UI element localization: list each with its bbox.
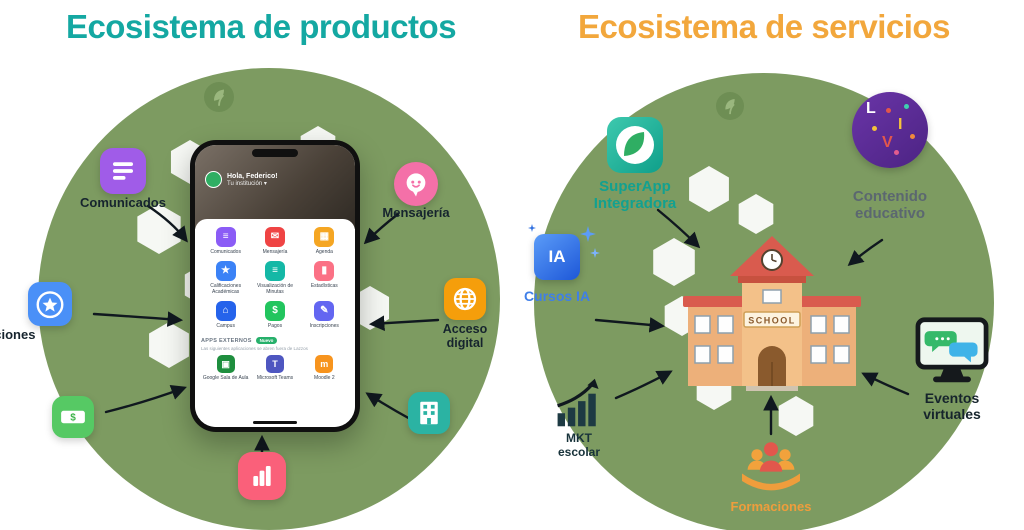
svg-text:$: $ xyxy=(70,413,76,424)
superapp-label: SuperApp Integradora xyxy=(593,178,677,213)
formaciones-label: Formaciones xyxy=(730,499,812,514)
phone-app-grid: ≡ Comunicados ✉ Mensajería ▦ Agenda ★ Ca… xyxy=(201,227,349,329)
institution-label: Tu institución xyxy=(227,180,263,187)
products-title: Ecosistema de productos xyxy=(65,8,457,45)
google-classroom-icon: ▣ xyxy=(216,355,235,373)
campus-app-icon: ⌂ xyxy=(215,301,236,321)
phone-app-inscripciones: ✎ Inscripciones xyxy=(300,301,349,329)
phone-app-minutas: ≡ Visualización de Minutas xyxy=(250,261,299,295)
phone-app-label: Agenda xyxy=(315,249,333,255)
cursos-ia-label: Cursos IA xyxy=(523,288,591,304)
phone-app-label: Pagos xyxy=(267,323,283,329)
greeting-text: Hola, Federico! xyxy=(227,172,278,180)
superapp-icon xyxy=(606,116,664,174)
logo-dot xyxy=(894,150,899,155)
ia-badge-icon: IA xyxy=(528,224,600,280)
phone-app-label: Visualización de Minutas xyxy=(256,283,294,295)
external-apps-title: APPS EXTERNOS xyxy=(201,337,252,344)
services-title: Ecosistema de servicios xyxy=(578,8,950,45)
leaf-icon xyxy=(716,92,744,120)
external-app-moodle: m Moodle 2 xyxy=(300,355,349,381)
calendar-app-icon: ▦ xyxy=(314,227,335,247)
calificaciones-label: Calificaciones xyxy=(0,327,36,342)
phone-screen: Hola, Federico! Tu institución ▾ ≡ Comun… xyxy=(195,145,355,427)
leaf-icon xyxy=(204,82,234,112)
calificaciones-star-icon xyxy=(28,282,72,326)
external-app-label: Google Sala de Aula xyxy=(202,375,249,381)
microsoft-teams-icon: T xyxy=(265,355,284,373)
external-apps-note: Las siguientes aplicaciones se abren fue… xyxy=(201,346,308,351)
payments-app-icon: $ xyxy=(264,301,285,321)
phone-app-agenda: ▦ Agenda xyxy=(300,227,349,255)
mensajeria-label: Mensajería xyxy=(382,205,450,220)
pencil-app-icon: ✎ xyxy=(314,301,335,321)
logo-dot xyxy=(886,108,891,113)
sparkle-icon xyxy=(590,248,600,258)
comunicados-label: Comunicados xyxy=(80,195,166,210)
external-app-classroom: ▣ Google Sala de Aula xyxy=(201,355,250,381)
phone-app-pagos: $ Pagos xyxy=(250,301,299,329)
external-apps-grid: ▣ Google Sala de Aula T Microsoft Teams … xyxy=(201,355,349,381)
bar-chart-icon xyxy=(238,452,286,500)
money-icon: $ xyxy=(52,396,94,438)
school-illustration: SCHOOL xyxy=(683,236,861,391)
phone-app-comunicados: ≡ Comunicados xyxy=(201,227,250,255)
logo-letter: I xyxy=(898,116,903,133)
external-apps-header: APPS EXTERNOS Nuevo xyxy=(201,337,349,344)
phone-header-photo: Hola, Federico! Tu institución ▾ xyxy=(195,145,355,229)
logo-letter: L xyxy=(866,100,876,117)
phone-app-estadisticas: ▮ Estadísticas xyxy=(300,261,349,295)
building-icon xyxy=(408,392,450,434)
eventos-label: Eventos virtuales xyxy=(923,390,981,423)
sparkle-icon xyxy=(528,224,536,232)
phone-app-campus: ⌂ Campus xyxy=(201,301,250,329)
mensajeria-icon xyxy=(394,162,438,206)
moodle-icon: m xyxy=(315,355,334,373)
globe-icon xyxy=(444,278,486,320)
home-indicator xyxy=(253,420,297,424)
comunicados-icon xyxy=(100,148,146,194)
phone-app-sheet: ≡ Comunicados ✉ Mensajería ▦ Agenda ★ Ca… xyxy=(195,219,355,427)
school-sign-text: SCHOOL xyxy=(748,316,796,326)
avatar xyxy=(205,171,222,188)
document-app-icon: ≡ xyxy=(264,261,285,281)
mkt-escolar-label: MKT escolar xyxy=(557,431,601,459)
phone-app-label: Inscripciones xyxy=(309,323,339,329)
ia-badge-text: IA xyxy=(548,247,566,266)
phone-app-label: Campus xyxy=(216,323,235,329)
eventos-monitor-icon xyxy=(912,316,992,386)
acceso-digital-label: Acceso digital xyxy=(442,322,488,351)
phone-app-calificaciones: ★ Calificaciones Académicas xyxy=(201,261,250,295)
phone-app-label: Calificaciones Académicas xyxy=(210,283,242,295)
logo-dot xyxy=(872,126,877,131)
logo-letter: V xyxy=(882,134,893,151)
phone-app-label: Estadísticas xyxy=(310,283,338,289)
bar-chart-app-icon: ▮ xyxy=(314,261,335,281)
logo-dot xyxy=(910,134,915,139)
contenido-label: Contenido educativo xyxy=(852,188,928,223)
external-app-teams: T Microsoft Teams xyxy=(250,355,299,381)
mkt-chart-icon xyxy=(552,376,606,430)
phone-app-label: Comunicados xyxy=(210,249,241,255)
phone-app-mensajeria: ✉ Mensajería xyxy=(250,227,299,255)
logo-dot xyxy=(904,104,909,109)
phone-mockup: Hola, Federico! Tu institución ▾ ≡ Comun… xyxy=(190,140,360,432)
envelope-app-icon: ✉ xyxy=(264,227,285,247)
external-app-label: Moodle 2 xyxy=(314,375,335,381)
chevron-down-icon: ▾ xyxy=(263,180,267,187)
star-app-icon: ★ xyxy=(215,261,236,281)
formaciones-hand-icon xyxy=(738,438,804,496)
megaphone-app-icon: ≡ xyxy=(215,227,236,247)
contenido-educativo-icon: L I V xyxy=(852,92,928,168)
phone-notch xyxy=(252,149,298,157)
institution-selector: Tu institución ▾ xyxy=(227,180,278,187)
external-app-label: Microsoft Teams xyxy=(256,375,294,381)
phone-app-label: Mensajería xyxy=(262,249,288,255)
new-badge: Nuevo xyxy=(255,337,278,344)
